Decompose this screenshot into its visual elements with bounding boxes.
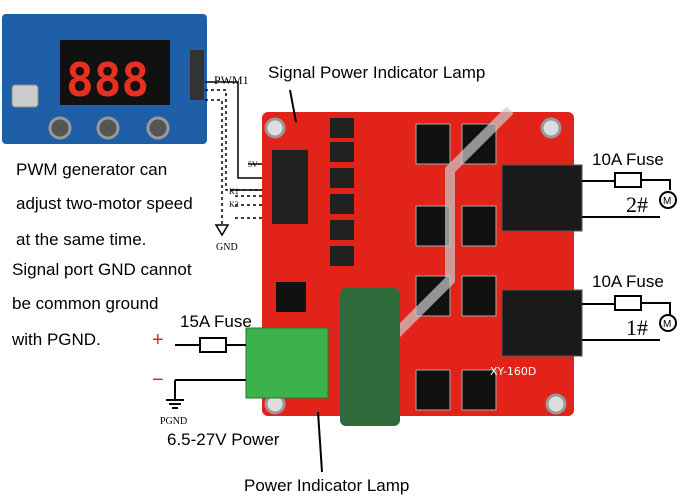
signal-lamp-label: Signal Power Indicator Lamp [268, 63, 486, 82]
motor-1-symbol: M [663, 319, 672, 330]
motor-1-wiring [582, 295, 677, 341]
set-button-icon [48, 116, 72, 140]
fuse-input-label: 15A Fuse [180, 312, 252, 331]
fuse-icon [614, 295, 642, 311]
motor-2-wiring [582, 172, 677, 218]
pwm1-label: PWM1 [214, 73, 249, 87]
led-display-icon: 888 [66, 53, 149, 107]
pwm-desc-line-1: PWM generator can [16, 160, 168, 179]
minus-sign: − [152, 369, 164, 391]
k1-label: K1 [229, 187, 239, 196]
motor-2-symbol: M [663, 196, 672, 207]
motor-2-label: 2# [626, 192, 648, 217]
up-button-icon [96, 116, 120, 140]
svg-text:888: 888 [66, 53, 149, 107]
gnd-label: GND [216, 242, 238, 253]
fuse-top-label: 10A Fuse [592, 150, 664, 169]
fuse-icon [614, 172, 642, 188]
usb-port-icon [11, 84, 39, 108]
k2-label: K2 [229, 200, 239, 209]
pwm-desc-line-2: adjust two-motor speed [16, 194, 193, 213]
terminal-block-icon [245, 164, 583, 399]
power-lamp-label: Power Indicator Lamp [244, 476, 410, 495]
pgnd-label: PGND [160, 416, 188, 427]
pwm-generator-board: 888 [2, 14, 207, 144]
pwm-desc-line-3: at the same time. [16, 230, 147, 249]
ground-symbol-icon [214, 224, 230, 237]
motor-icon [659, 314, 677, 332]
fuse-icon [199, 337, 227, 353]
plus-sign: + [152, 329, 164, 351]
motor-icon [659, 191, 677, 209]
power-range-label: 6.5-27V Power [167, 430, 280, 449]
fuse-bottom-label: 10A Fuse [592, 272, 664, 291]
gnd-note-line-3: with PGND. [12, 330, 101, 349]
gnd-note-line-1: Signal port GND cannot [12, 260, 192, 279]
capacitor-icon [340, 288, 400, 426]
sv-label: 5V [248, 160, 258, 169]
down-button-icon [146, 116, 170, 140]
svg-text:XY-160D: XY-160D [490, 365, 536, 378]
motor-1-label: 1# [626, 315, 648, 340]
gnd-note-line-2: be common ground [12, 294, 159, 313]
power-wiring [166, 337, 246, 409]
